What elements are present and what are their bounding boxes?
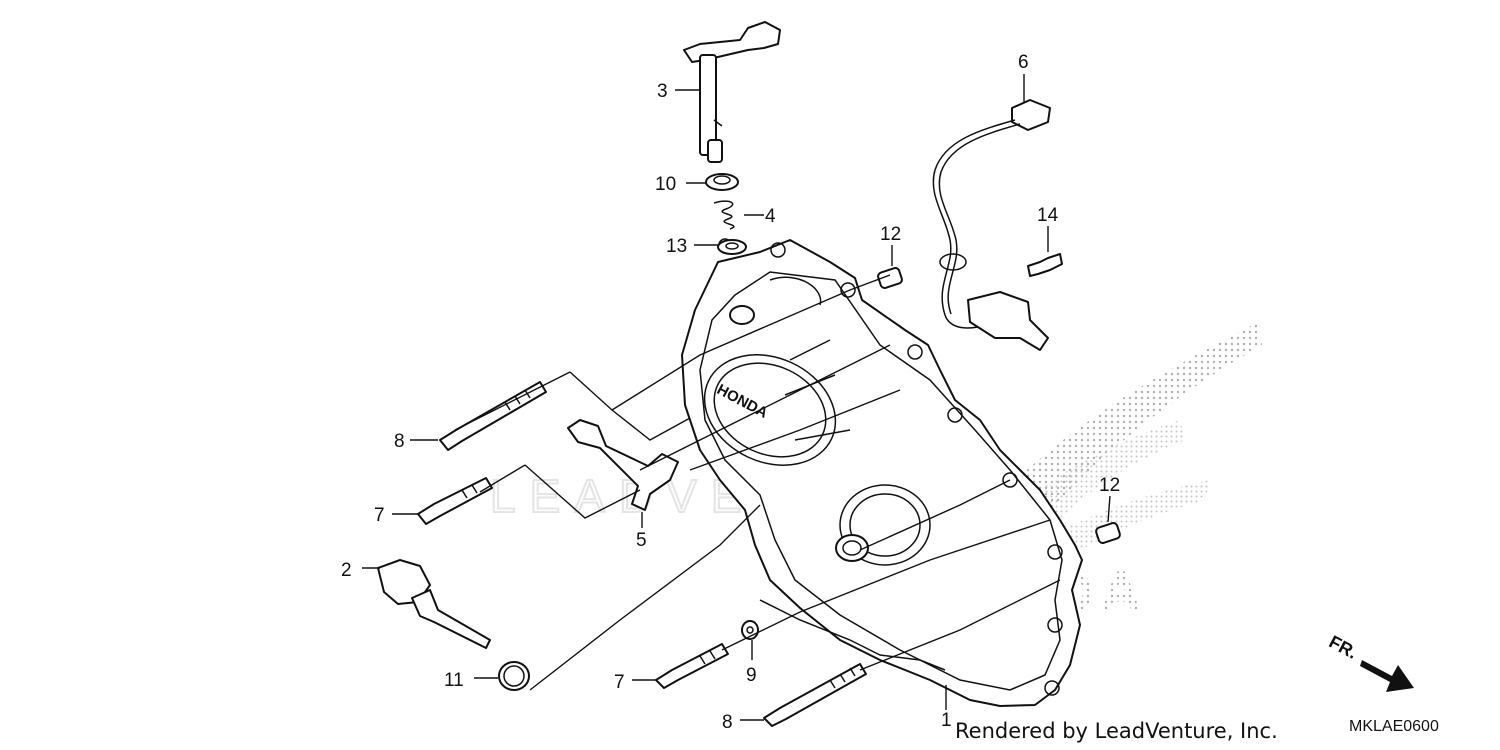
- front-direction-marker: FR.: [1326, 632, 1414, 692]
- callout-12-upper: 12: [880, 224, 901, 245]
- callout-9: 9: [746, 665, 757, 686]
- render-credit: Rendered by LeadVenture, Inc.: [955, 719, 1278, 743]
- spring: [713, 200, 735, 230]
- o-ring: [498, 661, 530, 691]
- crankcase-cover: HONDA: [681, 238, 1083, 707]
- callout-13: 13: [666, 236, 687, 257]
- leader-lines: [362, 74, 1111, 721]
- callout-12-lower: 12: [1099, 475, 1120, 496]
- dowel-pin-lower: [1095, 522, 1121, 544]
- bolt-7-upper: [417, 477, 493, 525]
- callout-7-upper: 7: [374, 505, 385, 526]
- bolt-8-lower: [763, 663, 867, 727]
- bolt-14: [1027, 253, 1063, 277]
- callout-1: 1: [941, 710, 952, 731]
- sensor-harness: [932, 99, 1051, 351]
- shift-shaft: [683, 21, 781, 163]
- diagram-code: MKLAE0600: [1349, 718, 1439, 735]
- front-direction-label: FR.: [1326, 632, 1361, 663]
- washer-13: [717, 239, 747, 255]
- callout-10: 10: [655, 174, 676, 195]
- dowel-pin-upper: [877, 267, 903, 289]
- callout-8-lower: 8: [722, 712, 733, 733]
- oil-filler-cap: [377, 559, 491, 649]
- callout-3: 3: [657, 81, 668, 102]
- oil-seal: [705, 173, 739, 191]
- arrow-right-down-icon: [1360, 660, 1414, 692]
- callout-5: 5: [636, 530, 647, 551]
- bracket: [567, 419, 679, 511]
- callout-labels: 1 2 3 4 5 6 7 7 8 8 9 10 11 12 12 13 14: [341, 52, 1120, 733]
- bolt-7-lower: [655, 643, 729, 689]
- callout-14: 14: [1037, 205, 1059, 226]
- callout-2: 2: [341, 560, 352, 581]
- callout-11: 11: [444, 670, 464, 691]
- callout-4: 4: [765, 206, 776, 227]
- callout-6: 6: [1018, 52, 1029, 73]
- callout-8-upper: 8: [394, 431, 405, 452]
- callout-7-lower: 7: [614, 672, 625, 693]
